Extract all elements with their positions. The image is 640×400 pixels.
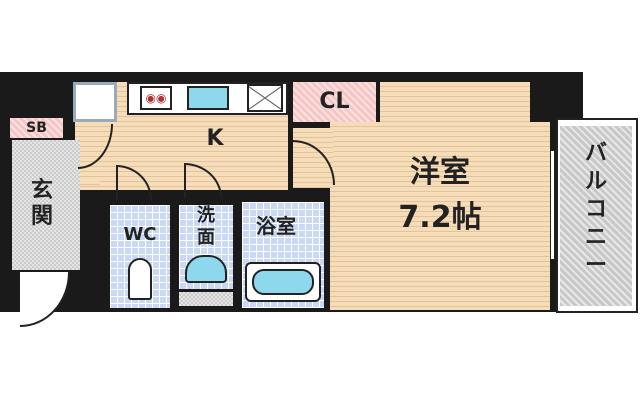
- balcony-label: バルコニー: [584, 141, 607, 278]
- kitchen-label: K: [206, 126, 224, 151]
- balcony-window[interactable]: [550, 150, 555, 260]
- western-room-size: 7.2帖: [398, 200, 482, 235]
- western-room-floor: [330, 122, 550, 310]
- genkan-label: 玄関: [30, 178, 53, 229]
- washing-machine: [73, 82, 117, 122]
- fridge-space: [247, 84, 283, 112]
- closet-label: CL: [319, 89, 350, 114]
- sb-label: SB: [26, 120, 47, 136]
- wc-label: WC: [123, 224, 157, 245]
- washroom-mat: [179, 292, 233, 306]
- sink-icon: [187, 86, 229, 110]
- genkan: [12, 140, 80, 270]
- balcony: [560, 126, 632, 306]
- bathtub-icon: [245, 262, 321, 302]
- entrance-door[interactable]: [20, 272, 70, 327]
- washbasin-icon: [185, 255, 227, 283]
- bathroom-label: 浴室: [256, 214, 296, 238]
- washroom-label: 洗面: [197, 205, 215, 248]
- hall-floor: [76, 180, 100, 185]
- toilet-icon: [128, 258, 152, 300]
- stove-icon: ◉◉: [140, 86, 172, 110]
- shoe-box: SB: [10, 118, 63, 138]
- western-room-top: [380, 82, 530, 128]
- closet: CL: [293, 82, 376, 122]
- western-room-label: 洋室: [410, 155, 470, 190]
- bathtub-basin: [252, 269, 314, 295]
